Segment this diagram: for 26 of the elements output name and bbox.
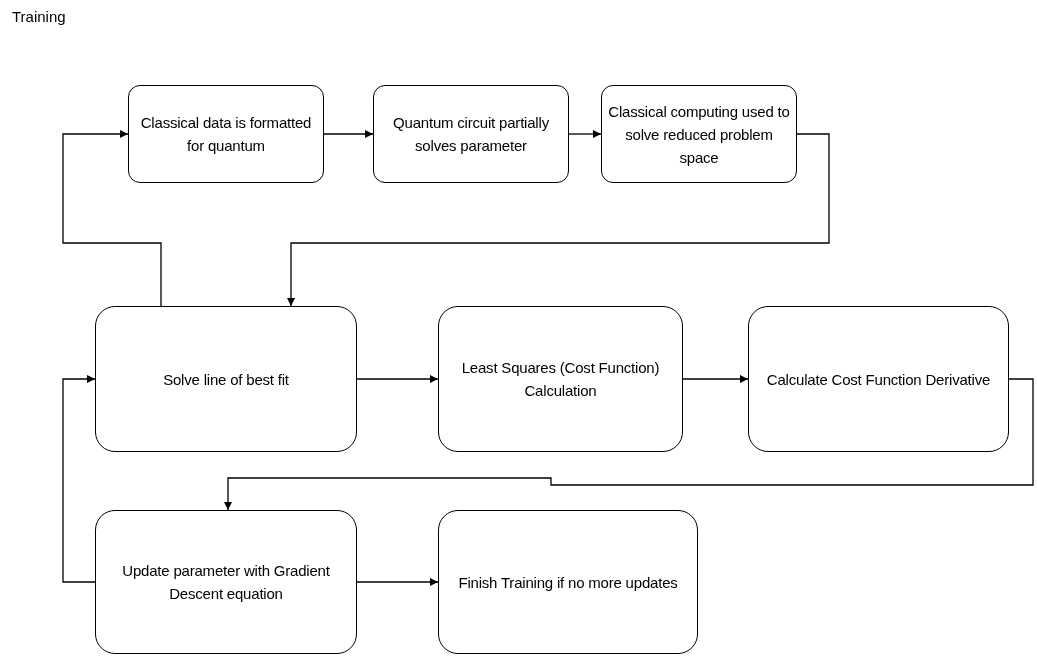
arrow (62, 130, 162, 307)
process-box (95, 306, 357, 452)
box-label: Finish Training if no more updates (458, 572, 678, 593)
box-label: Quantum circuit partially solves parameter (392, 113, 550, 156)
process-box (95, 510, 357, 654)
box-label: Least Squares (Cost Function) Calculation (460, 358, 661, 401)
arrow (682, 375, 749, 383)
process-box (748, 306, 1009, 452)
arrow (568, 130, 602, 138)
box-label: Update parameter with Gradient Descent equation (121, 561, 331, 604)
box-label: Classical computing used to solve reduced problem space (607, 101, 791, 168)
arrow (356, 578, 439, 586)
box-label: Classical data is formatted for quantum (139, 113, 313, 156)
process-box (373, 85, 569, 183)
arrow (62, 375, 96, 583)
process-box (601, 85, 797, 183)
arrow (224, 378, 1034, 511)
process-box (128, 85, 324, 183)
box-label: Calculate Cost Function Derivative (766, 369, 991, 390)
process-box (438, 510, 698, 654)
process-box (438, 306, 683, 452)
arrow (323, 130, 374, 138)
diagram-title: Training (12, 8, 66, 25)
arrow (356, 375, 439, 383)
box-label: Solve line of best fit (163, 369, 289, 390)
arrow (287, 133, 830, 307)
